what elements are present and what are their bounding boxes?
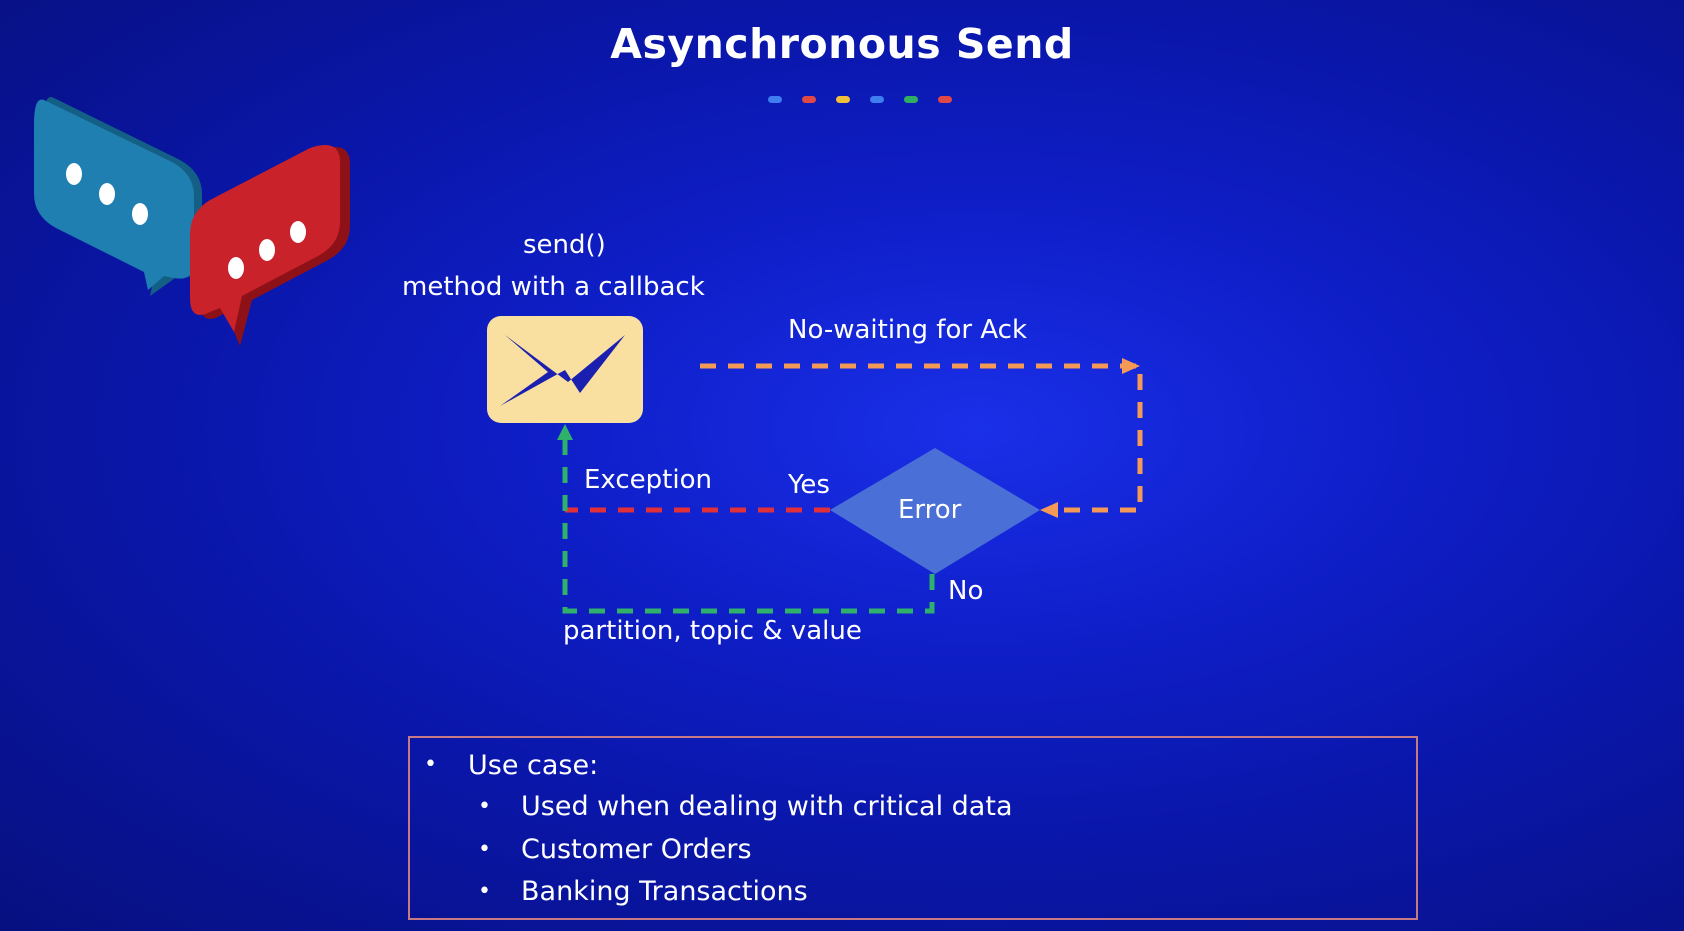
use-case-heading: Use case: xyxy=(468,750,599,781)
error-label: Error xyxy=(898,495,962,525)
dot xyxy=(836,96,850,103)
title-dots xyxy=(768,88,972,103)
error-input-arrowhead xyxy=(1040,502,1058,518)
dot xyxy=(904,96,918,103)
dot xyxy=(802,96,816,103)
slide-title: Asynchronous Send xyxy=(610,20,1074,68)
chat-bubbles-icon xyxy=(34,96,350,346)
dot xyxy=(938,96,952,103)
bullet-icon: • xyxy=(478,879,491,904)
no-label: No xyxy=(948,576,984,606)
callback-label: method with a callback xyxy=(402,272,705,302)
dot xyxy=(768,96,782,103)
bullet-icon: • xyxy=(424,752,437,777)
dot xyxy=(870,96,884,103)
use-case-item: Banking Transactions xyxy=(521,876,808,907)
no-wait-ack-path xyxy=(700,363,1143,513)
chat-bubble-red-icon xyxy=(190,145,350,346)
bullet-icon: • xyxy=(478,837,491,862)
use-case-box: • Use case: Used when dealing with criti… xyxy=(408,736,1418,920)
result-label: partition, topic & value xyxy=(563,616,862,646)
send-method-label: send() xyxy=(523,230,606,260)
yes-label: Yes xyxy=(788,470,830,500)
chat-bubble-blue-icon xyxy=(34,96,202,296)
ack-arrowhead xyxy=(1122,358,1140,374)
exception-label: Exception xyxy=(584,465,712,495)
envelope-icon xyxy=(487,316,643,423)
no-wait-label: No-waiting for Ack xyxy=(788,315,1028,345)
use-case-item: Used when dealing with critical data xyxy=(521,791,1013,822)
use-case-item: Customer Orders xyxy=(521,834,752,865)
success-path xyxy=(562,440,935,614)
error-decision xyxy=(830,448,1040,574)
success-arrowhead xyxy=(557,424,573,440)
bullet-icon: • xyxy=(478,794,491,819)
